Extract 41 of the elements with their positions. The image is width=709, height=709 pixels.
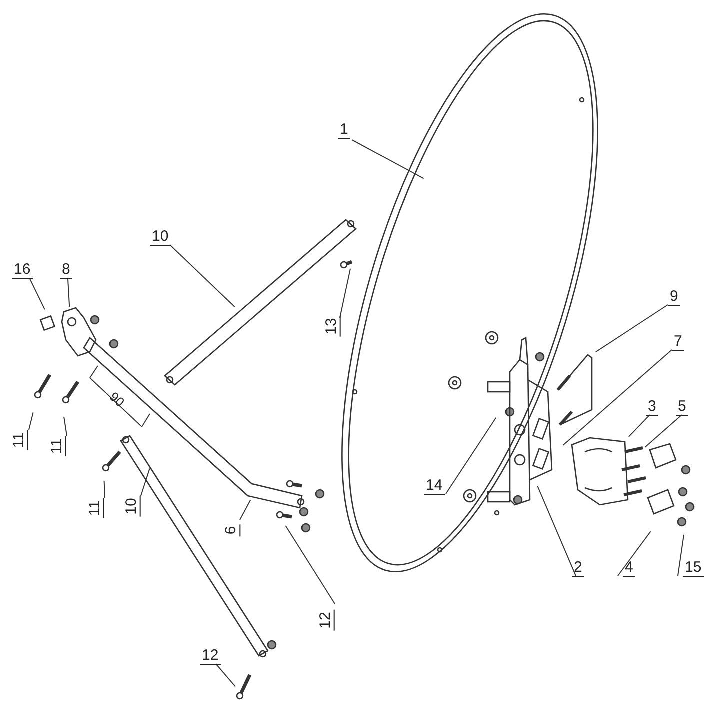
leader-line: [595, 304, 668, 353]
leader-line: [216, 664, 236, 688]
leader-line: [140, 468, 150, 496]
callout-number: 12: [200, 648, 221, 665]
callout-number: 15: [683, 560, 704, 577]
callout-number: 4: [623, 560, 636, 577]
leader-line: [628, 414, 650, 438]
dimension-value: 90: [106, 389, 128, 410]
leader-line: [678, 534, 684, 576]
callout-number: 5: [676, 399, 688, 416]
callout-number: 3: [646, 399, 658, 416]
callout-number: 11: [87, 498, 104, 518]
leader-line: [562, 350, 672, 446]
callout-number: 8: [60, 262, 72, 279]
leader-line: [240, 500, 252, 520]
callout-number: 10: [124, 496, 141, 517]
callout-number: 7: [672, 334, 684, 351]
leader-line: [618, 531, 652, 576]
callout-number: 14: [424, 478, 445, 495]
leader-line: [64, 416, 68, 436]
leader-line: [352, 140, 424, 180]
callout-number: 11: [11, 430, 28, 450]
callout-number: 9: [668, 289, 680, 306]
leader-line: [68, 278, 70, 308]
leader-line: [644, 414, 682, 448]
leader-line: [340, 268, 352, 318]
leader-line: [28, 412, 34, 430]
callout-number: 6: [224, 524, 241, 537]
callout-number: 2: [572, 560, 584, 577]
callout-number: 1: [338, 122, 350, 139]
leader-line: [104, 480, 106, 498]
callout-number: 16: [12, 262, 33, 279]
leader-line: [30, 278, 46, 310]
leader-line: [285, 525, 336, 604]
callout-number: 10: [150, 229, 171, 246]
leader-line: [446, 417, 497, 494]
leader-line: [170, 244, 236, 308]
callout-number: 13: [324, 316, 341, 337]
leader-line: [537, 486, 576, 576]
callout-number: 12: [318, 610, 335, 631]
callout-number: 11: [49, 436, 66, 456]
